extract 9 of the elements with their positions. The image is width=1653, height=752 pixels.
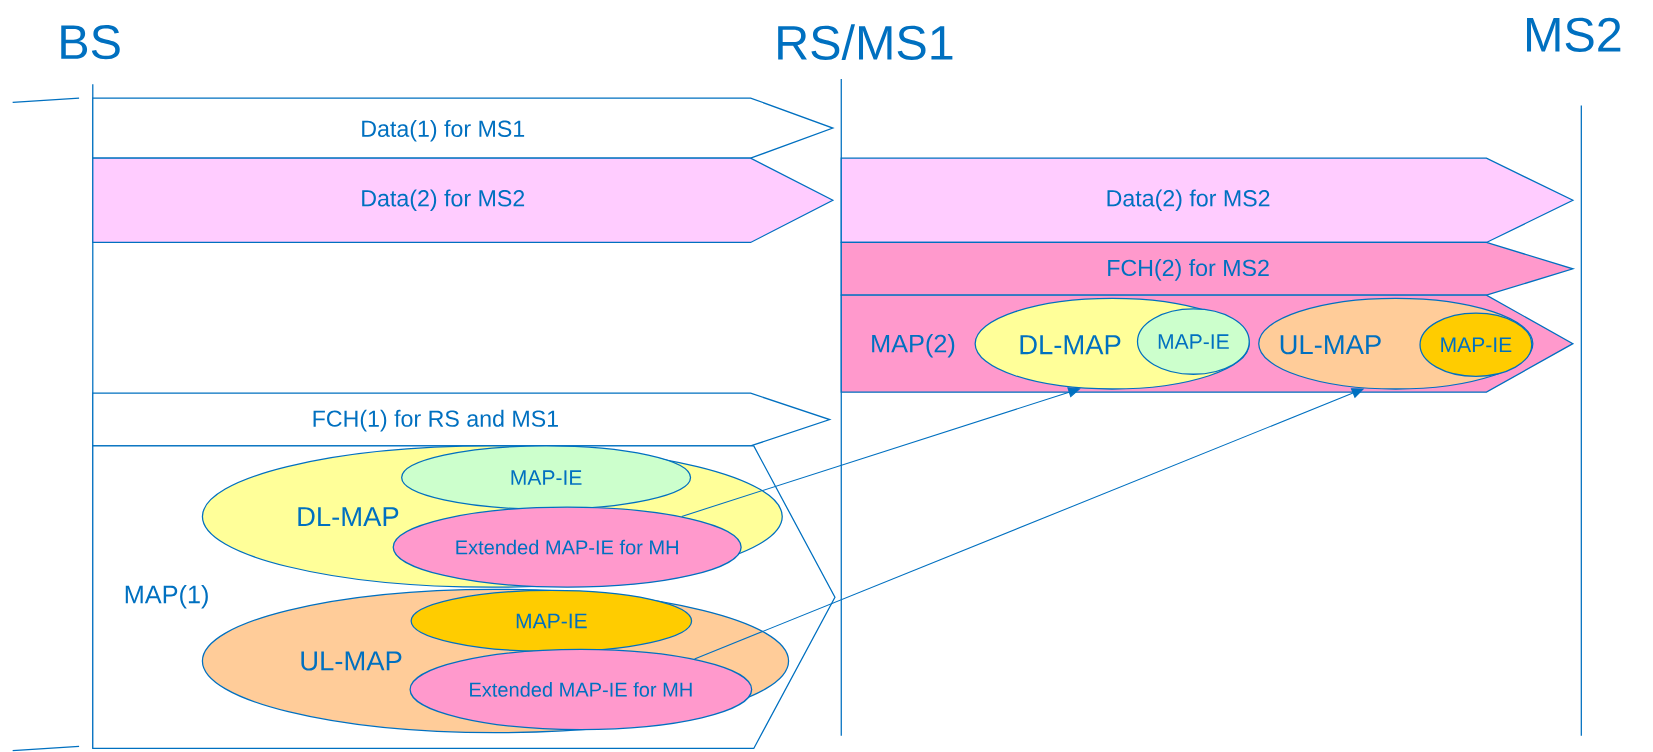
lifeline-label: BS (61, 25, 120, 60)
lifeline-label: MS2 (1527, 17, 1621, 53)
arrow-band: FCH(2) for MS2 (840, 242, 1576, 296)
arrow-band: Data(2) for MS2 (92, 157, 835, 244)
lifeline-label: RS/MS1 (778, 24, 953, 61)
arrow-band: Data(1) for MS1 (92, 97, 835, 159)
arrow-band: Data(2) for MS2 (840, 157, 1575, 244)
arrow (681, 387, 1081, 518)
arrow-band: FCH(1) for RS and MS1 (92, 392, 832, 447)
